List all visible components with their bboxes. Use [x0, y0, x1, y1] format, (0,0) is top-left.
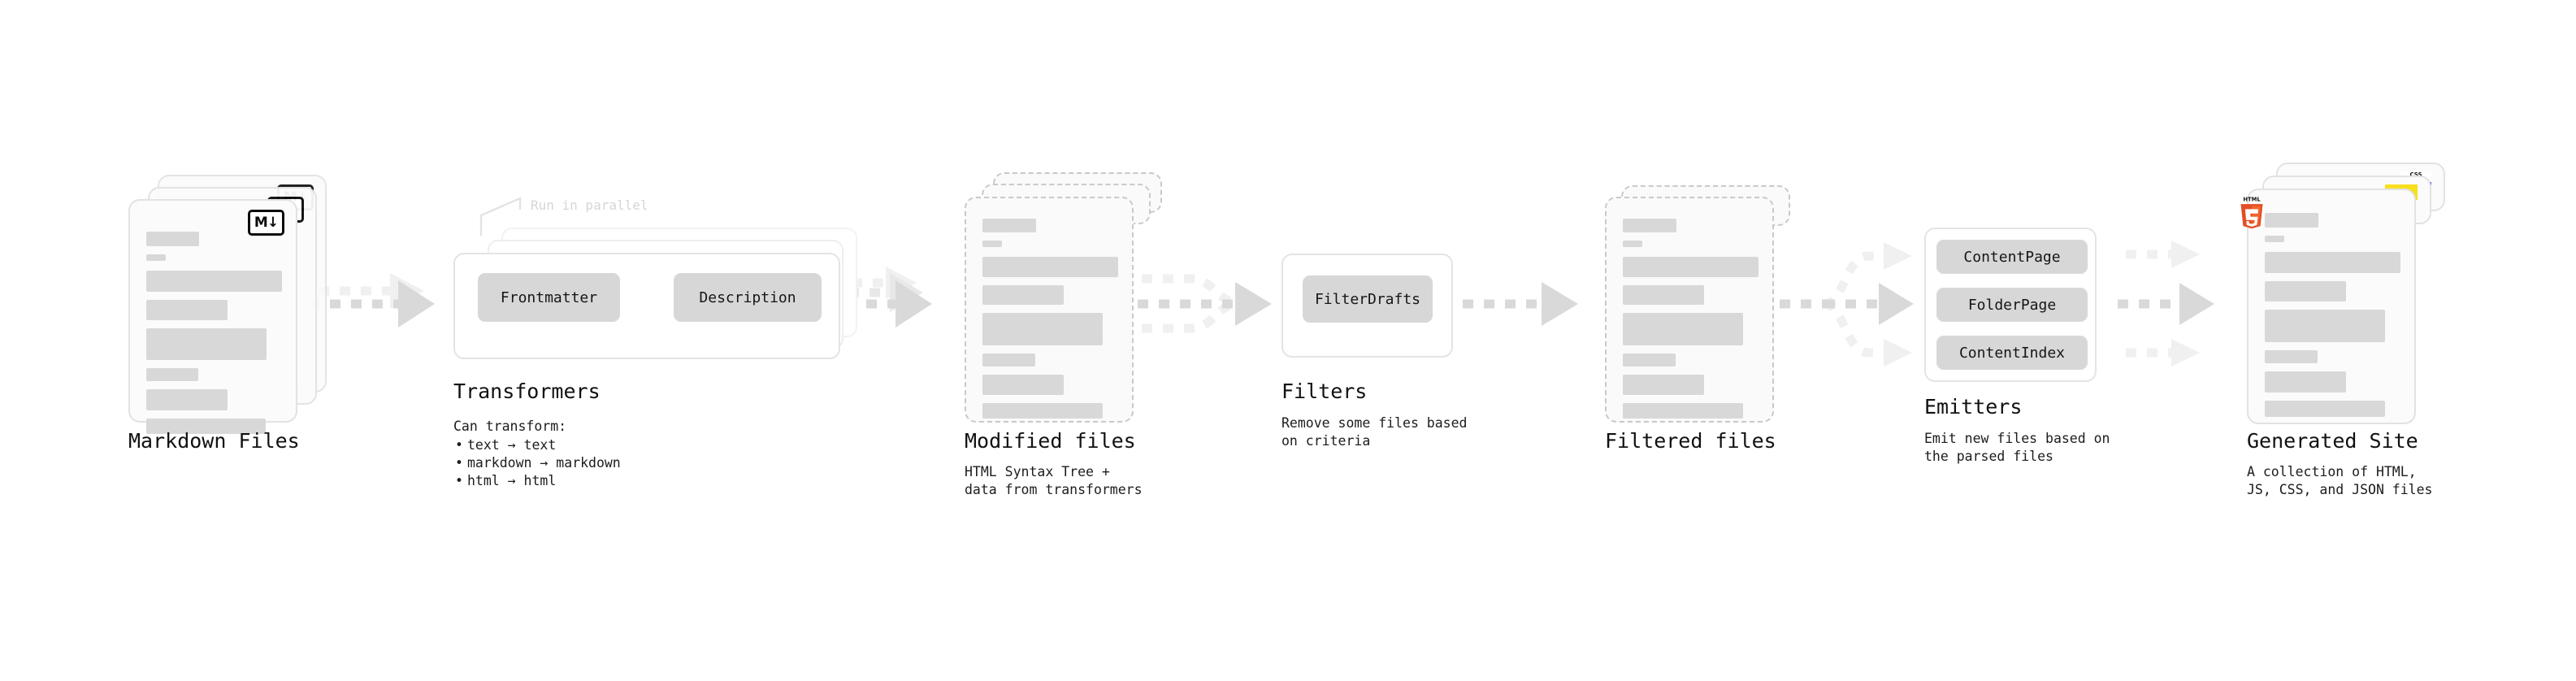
- filtered-skeleton-lines: [1623, 219, 1759, 427]
- transformers-bullet-0: text → text: [455, 436, 621, 454]
- filtered-card-front: [1605, 197, 1774, 423]
- modified-skeleton-lines: [982, 219, 1118, 427]
- transformers-description: Can transform: text → text markdown → ma…: [453, 418, 621, 490]
- connector-modified-to-filters: [1138, 274, 1272, 333]
- description-generated-site: A collection of HTML, JS, CSS, and JSON …: [2247, 464, 2433, 497]
- filter-chip-filterdrafts[interactable]: FilterDrafts: [1303, 275, 1433, 323]
- label-emitters: Emitters: [1924, 395, 2023, 419]
- transformer-chip-description[interactable]: Description: [674, 273, 822, 322]
- transformers-bullet-list: text → text markdown → markdown html → h…: [453, 436, 621, 490]
- site-card-front: HTML: [2240, 189, 2416, 425]
- connector-filters-to-filtered: [1463, 282, 1578, 326]
- label-modified-files: Modified files: [965, 429, 1136, 453]
- label-generated-site: Generated Site: [2247, 429, 2418, 453]
- emitters-box: ContentPage FolderPage ContentIndex: [1924, 228, 2097, 382]
- label-transformers: Transformers: [453, 380, 601, 403]
- markdown-badge: M↓: [248, 210, 284, 236]
- emitter-chip-folderpage[interactable]: FolderPage: [1936, 288, 2088, 322]
- label-run-in-parallel: Run in parallel: [531, 197, 648, 213]
- svg-text:HTML: HTML: [2243, 197, 2261, 203]
- markdown-card-front: M↓: [128, 199, 297, 434]
- markdown-skeleton-lines: [146, 232, 282, 442]
- transformers-bullet-1: markdown → markdown: [455, 454, 621, 472]
- connector-filtered-to-emitters: [1780, 242, 1914, 367]
- transformer-box-front: Frontmatter Description: [453, 253, 840, 359]
- description-emitters: Emit new files based on the parsed files: [1924, 431, 2110, 464]
- connector-markdown-to-transformers: [309, 273, 435, 327]
- transformers-lead: Can transform:: [453, 419, 567, 434]
- emitter-chip-contentpage[interactable]: ContentPage: [1936, 240, 2088, 274]
- description-modified-files: HTML Syntax Tree + data from transformer…: [965, 464, 1143, 497]
- html5-icon: HTML: [2237, 195, 2266, 229]
- modified-card-front: [965, 197, 1134, 423]
- emitter-chip-contentindex[interactable]: ContentIndex: [1936, 336, 2088, 370]
- transformers-bullet-2: html → html: [455, 472, 621, 490]
- label-filters: Filters: [1281, 380, 1368, 403]
- transformer-chip-frontmatter[interactable]: Frontmatter: [478, 273, 620, 322]
- filters-box: FilterDrafts: [1281, 254, 1453, 358]
- label-filtered-files: Filtered files: [1605, 429, 1776, 453]
- label-markdown-files: Markdown Files: [128, 429, 300, 453]
- description-filters: Remove some files based on criteria: [1281, 415, 1468, 449]
- site-skeleton-lines: [2265, 213, 2400, 425]
- connector-emitters-to-site: [2118, 241, 2214, 367]
